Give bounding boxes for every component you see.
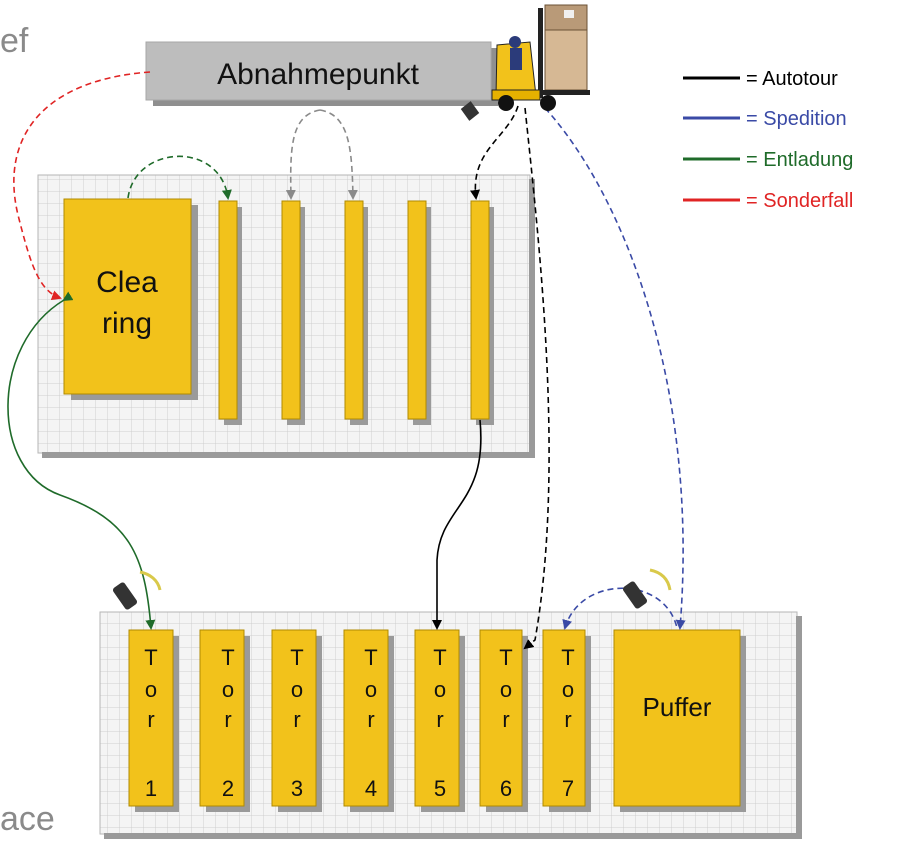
gate-4-number: 4: [365, 776, 377, 801]
gate-3: T o r 3: [271, 629, 322, 812]
flow-arrow-autotour-gate5: [432, 419, 482, 630]
gate-1: T o r 1: [128, 629, 179, 812]
gate-5-letter-r: r: [436, 707, 443, 732]
gate-6-letter-r: r: [502, 707, 509, 732]
cut-text-bottom-left: ace: [0, 800, 55, 838]
flow-arrow-spedition-gate7: [562, 587, 678, 630]
upper-lane-5: [470, 200, 494, 425]
gate-3-number: 3: [291, 776, 303, 801]
buffer-block: Puffer: [613, 629, 746, 812]
forklift-icon: [491, 4, 590, 111]
handheld-scanner-icon: [112, 570, 162, 610]
gate-6-number: 6: [500, 776, 512, 801]
gate-3-letter-o: o: [291, 677, 303, 702]
gate-7-letter-r: r: [564, 707, 571, 732]
gate-1-number: 1: [145, 776, 157, 801]
clearing-label-line2: ring: [102, 307, 152, 340]
legend-item-sonderfall: = Sonderfall: [683, 190, 853, 212]
clearing-block: Clea ring: [63, 198, 198, 400]
gate-1-letter-r: r: [147, 707, 154, 732]
gate-2-letter-r: r: [224, 707, 231, 732]
upper-lane-3: [344, 200, 368, 425]
flow-arrow-entladung-gate: [7, 291, 156, 630]
legend-label-entladung: = Entladung: [746, 149, 853, 171]
clearing-label-line1: Clea: [96, 266, 158, 299]
gate-2-number: 2: [222, 776, 234, 801]
legend-item-spedition: = Spedition: [683, 108, 847, 130]
gate-5-letter-o: o: [434, 677, 446, 702]
gate-7: T o r 7: [542, 629, 591, 812]
gate-2: T o r 2: [199, 629, 250, 812]
gate-1-letter-o: o: [145, 677, 157, 702]
handheld-scanner-icon: [460, 101, 480, 121]
flow-arrow-sonderfall: [13, 71, 151, 300]
gate-7-letter-t: T: [561, 645, 574, 670]
upper-lanes: [218, 200, 494, 425]
upper-lane-1: [218, 200, 242, 425]
pickup-point: Abnahmepunkt: [145, 41, 498, 106]
gate-7-number: 7: [562, 776, 574, 801]
gate-3-letter-r: r: [293, 707, 300, 732]
flow-arrow-spedition-buffer: [544, 107, 686, 630]
gate-5-number: 5: [434, 776, 446, 801]
gate-4-letter-o: o: [365, 677, 377, 702]
gate-4-letter-t: T: [364, 645, 377, 670]
handheld-scanner-icon: [622, 568, 672, 609]
gate-4: T o r 4: [343, 629, 394, 812]
gate-6: T o r 6: [479, 629, 528, 812]
flow-arrow-grey-lane2: [285, 109, 321, 200]
legend-item-autotour: = Autotour: [683, 68, 838, 90]
gate-6-letter-t: T: [499, 645, 512, 670]
cut-text-top-left: ef: [0, 22, 29, 60]
pickup-point-label: Abnahmepunkt: [217, 58, 419, 91]
gate-4-letter-r: r: [367, 707, 374, 732]
gate-2-letter-o: o: [222, 677, 234, 702]
legend-label-sonderfall: = Sonderfall: [746, 190, 853, 212]
buffer-label: Puffer: [643, 692, 712, 722]
flow-arrow-autotour-lane5: [470, 105, 519, 200]
upper-lane-2: [281, 200, 305, 425]
flow-arrow-grey-lane3: [319, 109, 358, 200]
gate-2-letter-t: T: [221, 645, 234, 670]
legend: = Autotour = Spedition = Entladung = Son…: [683, 68, 853, 212]
gate-1-letter-t: T: [144, 645, 157, 670]
gate-5: T o r 5: [414, 629, 465, 812]
legend-label-autotour: = Autotour: [746, 68, 838, 90]
gate-3-letter-t: T: [290, 645, 303, 670]
flow-arrow-entladung-lane: [127, 155, 232, 200]
legend-item-entladung: = Entladung: [683, 149, 853, 171]
gate-6-letter-o: o: [500, 677, 512, 702]
gate-7-letter-o: o: [562, 677, 574, 702]
upper-lane-4: [407, 200, 431, 425]
legend-label-spedition: = Spedition: [746, 108, 847, 130]
gate-5-letter-t: T: [433, 645, 446, 670]
